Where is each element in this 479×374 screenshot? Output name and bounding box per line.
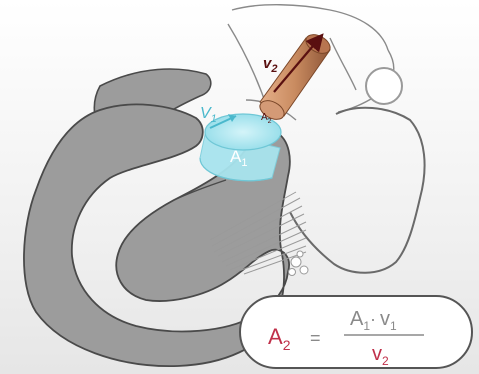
formula-num-a: A	[350, 308, 364, 330]
a1-label-sub: 1	[241, 157, 247, 169]
formula-lhs: A	[268, 324, 283, 349]
formula-den-v: v	[372, 343, 382, 365]
vessel-section-icon	[366, 68, 402, 104]
formula-num-v-sub: 1	[390, 319, 397, 333]
v1-label-sub: 1	[211, 113, 217, 125]
formula-den-v-sub: 2	[382, 354, 389, 368]
formula-equals: =	[310, 328, 321, 348]
formula-num-v: v	[380, 308, 390, 330]
formula-dot: ·	[370, 309, 376, 329]
a1-label: A	[230, 147, 242, 166]
a2-label-sub: 2	[268, 118, 272, 125]
formula-lhs-sub: 2	[283, 337, 291, 353]
v2-label-sub: 2	[270, 63, 277, 75]
continuity-formula-box: A2 = A1·v1 v2	[240, 296, 472, 368]
